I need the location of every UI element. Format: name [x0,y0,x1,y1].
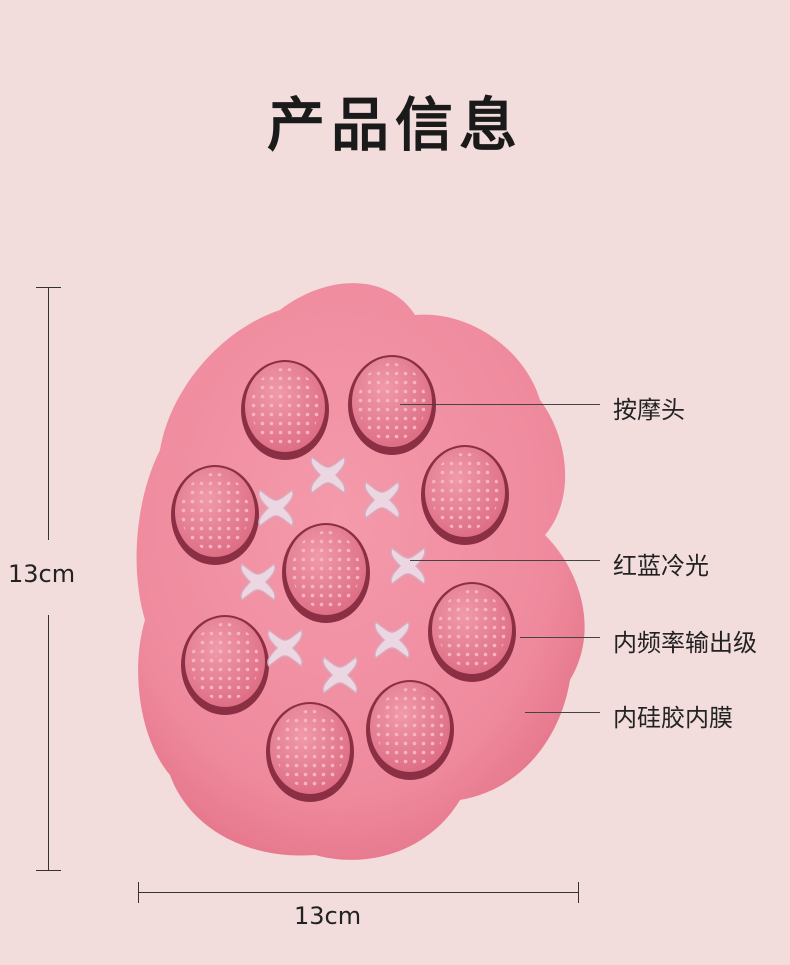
callout-line-red-blue-light [410,560,600,561]
page-title: 产品信息 [266,91,523,159]
massage-head [348,355,436,455]
callout-label-massage-head: 按摩头 [613,396,685,424]
callout-label-red-blue-light: 红蓝冷光 [613,552,709,580]
massage-head [421,445,509,545]
width-dimension-label: 13cm [294,902,362,930]
callout-label-silicone-membrane: 内硅胶内膜 [613,704,733,732]
height-dimension-label: 13cm [8,560,76,588]
massage-head [266,702,354,802]
product-device-illustration [136,283,585,860]
massage-head [428,582,516,682]
massage-head [171,465,259,565]
height-dimension-line [36,287,61,871]
massage-head [241,360,329,460]
callout-line-frequency-output [520,637,600,638]
massage-head [181,615,269,715]
massage-head [282,523,370,623]
callout-line-silicone-membrane [525,712,600,713]
width-dimension-line [138,882,579,903]
massage-head [366,680,454,780]
callout-line-massage-head [400,404,600,405]
callout-label-frequency-output: 内频率输出级 [613,629,757,657]
